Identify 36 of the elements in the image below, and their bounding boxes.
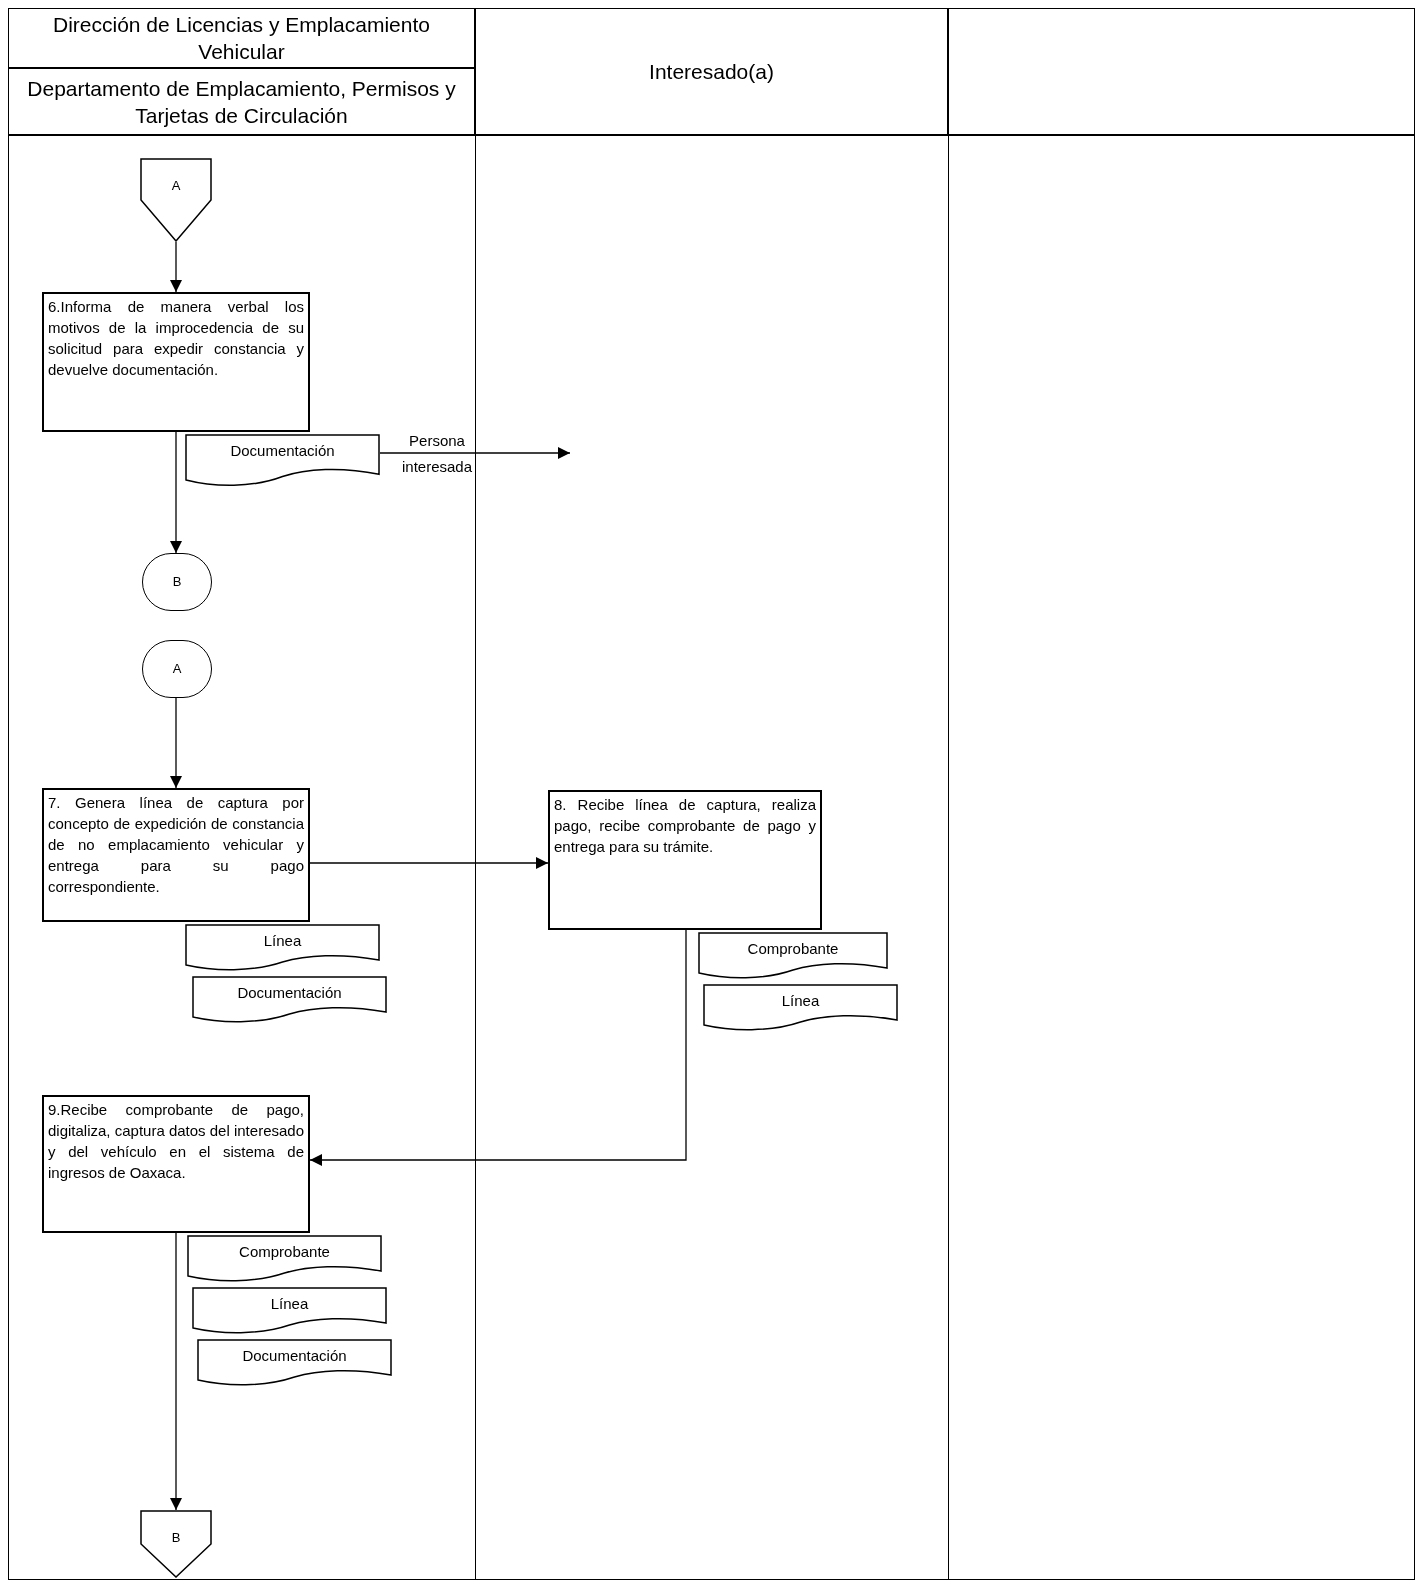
process-box bbox=[42, 788, 310, 922]
lane-header bbox=[8, 8, 475, 68]
arrow bbox=[170, 241, 182, 293]
document-label: Documentación bbox=[242, 1346, 347, 1366]
document-label: Línea bbox=[263, 931, 302, 951]
arrow bbox=[309, 929, 687, 1166]
document-label: Línea bbox=[781, 991, 820, 1011]
document-label: Documentación bbox=[230, 441, 335, 461]
process-box bbox=[42, 292, 310, 432]
connector-label: B bbox=[171, 1530, 181, 1546]
step-text: 9.Recibe comprobante de pago, digitaliza, captura datos del interesado y del vehículo en el sistema de ingresos de Oaxaca. bbox=[48, 1100, 304, 1183]
process-box bbox=[42, 1095, 310, 1233]
connector-label: A bbox=[171, 178, 181, 194]
edge-label: Persona interesada bbox=[400, 431, 474, 477]
document-label: Comprobante bbox=[239, 1242, 330, 1262]
arrow bbox=[170, 431, 182, 554]
offpage-connector bbox=[140, 158, 212, 242]
connector-label: A bbox=[172, 661, 182, 677]
offpage-connector bbox=[140, 1510, 212, 1578]
arrow bbox=[170, 697, 182, 789]
step-text: 7. Genera línea de captura por concepto de expedición de constancia de no emplacamiento vehicular y entrega para su pago correspondiente. bbox=[48, 793, 304, 897]
document-label: Comprobante bbox=[747, 939, 839, 959]
step-text: 8. Recibe línea de captura, realiza pago, recibe comprobante de pago y entrega para su trámite. bbox=[554, 795, 816, 857]
document-label: Documentación bbox=[237, 983, 342, 1003]
lane-title: Departamento de Emplacamiento, Permisos y Tarjetas de Circulación bbox=[26, 75, 457, 129]
arrow bbox=[170, 1232, 182, 1511]
process-box bbox=[548, 790, 822, 930]
arrow bbox=[379, 447, 571, 459]
lane-title: Interesado(a) bbox=[648, 59, 775, 85]
step-text: 6.Informa de manera verbal los motivos de la improcedencia de su solicitud para expedir constancia y devuelve documentación. bbox=[48, 297, 304, 380]
lane-title: Dirección de Licencias y Emplacamiento Vehicular bbox=[52, 12, 431, 65]
lane-header bbox=[475, 8, 948, 135]
arrow bbox=[309, 857, 549, 869]
connector-label: B bbox=[172, 574, 182, 590]
document-label: Línea bbox=[270, 1294, 309, 1314]
lane-header bbox=[8, 68, 475, 135]
